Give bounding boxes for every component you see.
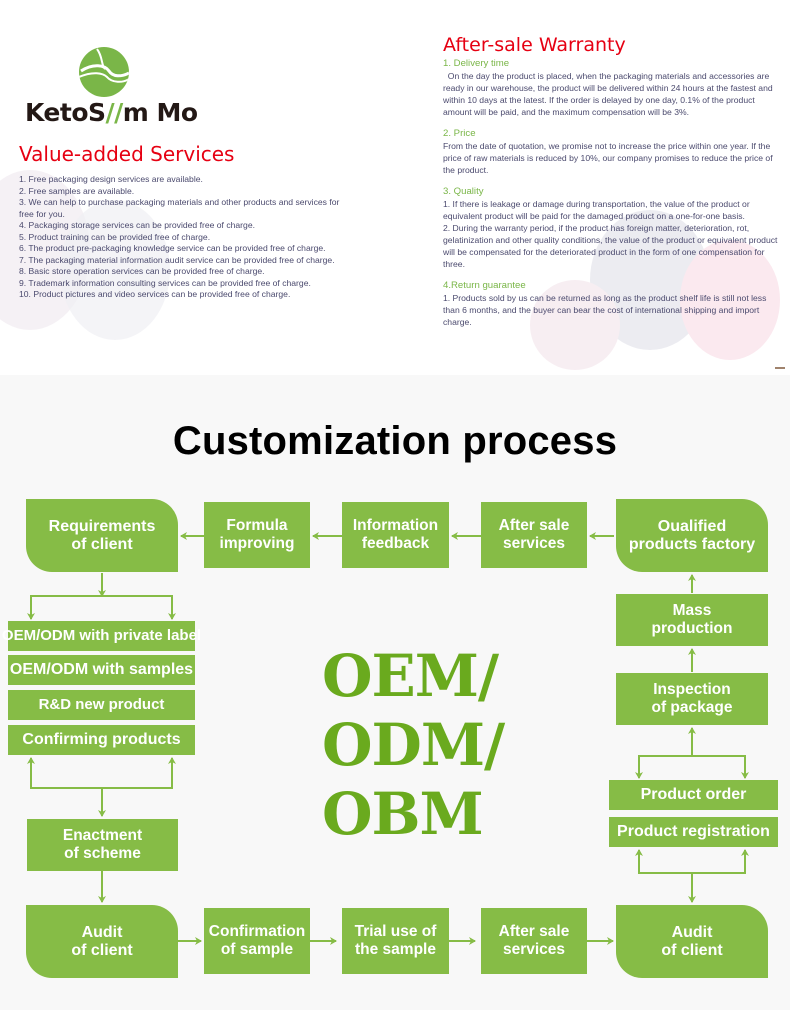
- service-item: 3. We can help to purchase packaging mat…: [19, 197, 340, 219]
- bracket-registration: [638, 852, 746, 874]
- service-item: 1. Free packaging design services are av…: [19, 174, 203, 184]
- floral-decoration: [680, 240, 780, 360]
- service-item: 8. Basic store operation services can be…: [19, 266, 265, 276]
- service-item: 6. The product pre-packaging knowledge s…: [19, 243, 326, 253]
- step-after-sale-services-top: After sale services: [481, 502, 587, 568]
- service-item: 9. Trademark information consulting serv…: [19, 277, 311, 288]
- step-mass-production: Mass production: [616, 594, 768, 646]
- step-after-sale-services-bottom: After sale services: [481, 908, 587, 974]
- value-added-list: 1. Free packaging design services are av…: [19, 174, 349, 301]
- option-oem-samples: OEM/ODM with samples: [8, 655, 195, 685]
- step-audit-of-client-right: Audit of client: [616, 905, 768, 978]
- warranty-sections: 1. Delivery time On the day the product …: [443, 58, 783, 338]
- step-qualified-products-factory: Oualified products factory: [616, 499, 768, 572]
- floral-decoration: [60, 200, 170, 340]
- service-item: 4. Packaging storage services can be pro…: [19, 220, 255, 230]
- option-confirming-products: Confirming products: [8, 725, 195, 755]
- value-added-title: Value-added Services: [19, 142, 235, 166]
- floral-decoration: [530, 280, 620, 370]
- warranty-section-heading: 4.Return guarantee: [443, 280, 526, 291]
- service-item: 2. Free samples are available.: [19, 185, 135, 196]
- bracket-order: [638, 755, 746, 775]
- services-warranty-panel: KetoS//m Mo Value-added Services 1. Free…: [0, 0, 790, 375]
- customization-process: Customization process: [0, 375, 790, 1010]
- service-item: 5. Product training can be provided free…: [19, 231, 211, 242]
- step-information-feedback: Information feedback: [342, 502, 449, 568]
- option-oem-private-label: OEM/ODM with private label: [2, 621, 201, 651]
- logo-icon: [79, 47, 129, 97]
- step-requirements-of-client: Requirements of client: [26, 499, 178, 572]
- warranty-section-heading: 3. Quality: [443, 186, 484, 197]
- warranty-paragraph: On the day the product is placed, when t…: [443, 71, 776, 117]
- step-audit-of-client-left: Audit of client: [26, 905, 178, 978]
- step-trial-use-of-sample: Trial use of the sample: [342, 908, 449, 974]
- warranty-paragraph: 1. If there is leakage or damage during …: [443, 199, 753, 221]
- warranty-paragraph: From the date of quotation, we promise n…: [443, 141, 775, 175]
- warranty-section-heading: 1. Delivery time: [443, 58, 510, 69]
- service-item: 10. Product pictures and video services …: [19, 289, 291, 299]
- option-rd-new-product: R&D new product: [8, 690, 195, 720]
- warranty-section: 4.Return guarantee 1. Products sold by us…: [443, 280, 783, 328]
- warranty-section: 1. Delivery time On the day the product …: [443, 58, 783, 118]
- warranty-section-heading: 2. Price: [443, 128, 476, 139]
- oem-odm-obm-label: OEM/ ODM/ OBM: [322, 642, 505, 848]
- step-inspection-of-package: Inspection of package: [616, 673, 768, 725]
- step-formula-improving: Formula improving: [204, 502, 310, 568]
- service-item: 7. The packaging material information au…: [19, 254, 335, 265]
- warranty-paragraph: 2. During the warranty period, if the pr…: [443, 223, 780, 269]
- warranty-title: After-sale Warranty: [443, 34, 626, 56]
- warranty-section: 3. Quality 1. If there is leakage or dama…: [443, 186, 783, 270]
- step-enactment-of-scheme: Enactment of scheme: [27, 819, 178, 871]
- step-confirmation-of-sample: Confirmation of sample: [204, 908, 310, 974]
- side-marker: [775, 367, 785, 369]
- step-product-registration: Product registration: [609, 817, 778, 847]
- process-title: Customization process: [172, 419, 618, 463]
- brand-logo: KetoS//m Mo: [25, 98, 198, 127]
- bracket-confirming: [30, 767, 173, 789]
- step-product-order: Product order: [609, 780, 778, 810]
- warranty-paragraph: 1. Products sold by us can be returned a…: [443, 293, 769, 327]
- bracket-requirements: [30, 595, 173, 618]
